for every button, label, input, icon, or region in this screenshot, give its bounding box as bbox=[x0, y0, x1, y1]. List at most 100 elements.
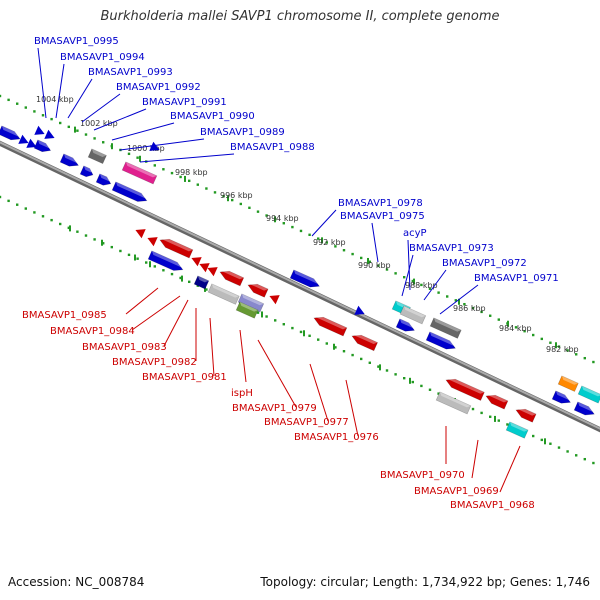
gene-minus bbox=[351, 331, 378, 352]
gene-cyan-body bbox=[505, 421, 529, 439]
gene-minus-shade bbox=[315, 313, 347, 330]
upper-kbp-track-dot bbox=[557, 345, 561, 348]
lower-kbp-track-dot bbox=[136, 257, 139, 260]
upper-kbp-track-dot bbox=[471, 306, 475, 310]
lower-kbp-track-dot bbox=[428, 388, 432, 391]
upper-kbp-track-dot bbox=[428, 287, 432, 290]
gene-plus bbox=[147, 250, 185, 271]
gene-minus-small-body bbox=[269, 295, 280, 305]
gene-pink-shade bbox=[125, 161, 157, 178]
bottom-leader-line bbox=[209, 317, 215, 377]
gene-lightgrey bbox=[399, 305, 427, 325]
lower-kbp-track-dot bbox=[127, 253, 131, 257]
kbp-label: 1002 kbp bbox=[80, 119, 118, 128]
gene-olive-body bbox=[235, 301, 259, 319]
upper-kbp-track-dot bbox=[256, 210, 260, 213]
gene-lightgrey-body bbox=[435, 391, 472, 415]
gene-minus-body bbox=[219, 270, 245, 287]
lower-kbp-track-dot bbox=[532, 434, 535, 438]
gene-lavender bbox=[237, 293, 265, 313]
upper-kbp-track-dot bbox=[308, 233, 311, 236]
upper-kbp-track-dot bbox=[480, 310, 483, 314]
gene-plus-small bbox=[18, 134, 29, 144]
gene-plus-shade bbox=[115, 181, 149, 199]
upper-kbp-track-dot bbox=[575, 353, 578, 356]
top-leader-line bbox=[37, 47, 47, 119]
gene-lightgrey-body bbox=[399, 305, 427, 325]
upper-kbp-track-dot bbox=[540, 337, 543, 341]
gene-minus bbox=[247, 280, 269, 298]
upper-kbp-track-dot bbox=[84, 133, 88, 136]
gene-plus-small-body bbox=[354, 305, 365, 315]
gene-plus-body bbox=[289, 269, 320, 288]
kbp-label: 984 kbp bbox=[499, 324, 532, 333]
upper-kbp-track-dot bbox=[377, 264, 380, 267]
bottom-gene-label: BMASAVP1_0984 bbox=[50, 326, 135, 337]
kbp-label: 990 kbp bbox=[358, 261, 391, 270]
bottom-leader-line bbox=[257, 339, 297, 408]
gene-plus-shade bbox=[37, 139, 53, 148]
lower-kbp-track-dot bbox=[162, 269, 165, 272]
lower-kbp-track-dot bbox=[377, 365, 380, 368]
top-gene-label: BMASAVP1_0989 bbox=[200, 127, 285, 138]
gene-minus-small bbox=[207, 267, 218, 277]
top-leader-line bbox=[111, 122, 175, 141]
gene-minus-shade bbox=[487, 391, 508, 403]
lower-kbp-track-dot bbox=[368, 361, 371, 364]
upper-kbp-track-dot bbox=[222, 195, 225, 198]
gene-plus-small bbox=[149, 141, 160, 151]
gene-minus-body bbox=[313, 316, 348, 337]
gene-minus-small bbox=[191, 257, 202, 267]
upper-kbp-track-dot bbox=[67, 125, 70, 129]
gene-olive bbox=[235, 301, 259, 319]
gene-plus bbox=[95, 173, 113, 186]
upper-kbp-track-dot bbox=[179, 175, 182, 179]
upper-kbp-track-dot bbox=[325, 241, 328, 244]
lower-kbp-track-dot bbox=[24, 207, 27, 210]
gene-minus bbox=[485, 391, 509, 410]
upper-kbp-track-dot bbox=[205, 187, 208, 190]
upper-kbp-track-dot bbox=[127, 152, 131, 156]
gene-plus-shade bbox=[1, 125, 22, 137]
gene-minus-body bbox=[485, 394, 509, 410]
upper-kbp-track-dot bbox=[360, 256, 363, 260]
lower-kbp-track-dot bbox=[0, 195, 2, 199]
lower-kbp-track-dot bbox=[16, 203, 19, 206]
gene-lavender-body bbox=[237, 293, 265, 313]
lower-kbp-track-dot bbox=[325, 342, 328, 345]
lower-kbp-track-dot bbox=[205, 288, 208, 291]
upper-kbp-track-dot bbox=[196, 183, 199, 186]
upper-kbp-track-dot bbox=[50, 117, 53, 121]
lower-kbp-track-dot bbox=[317, 338, 320, 341]
kbp-label: 994 kbp bbox=[266, 214, 299, 223]
kbp-label: 992 kbp bbox=[313, 238, 346, 247]
gene-plus bbox=[395, 318, 417, 332]
gene-minus-shade bbox=[161, 235, 193, 252]
gene-minus-small bbox=[135, 229, 146, 239]
upper-kbp-track-dot bbox=[583, 356, 586, 360]
top-gene-label: BMASAVP1_0988 bbox=[230, 142, 315, 153]
gene-plus-body bbox=[59, 153, 79, 167]
top-gene-label: BMASAVP1_0992 bbox=[116, 82, 201, 93]
lower-kbp-track-dot bbox=[84, 234, 88, 237]
upper-kbp-track-dot bbox=[24, 106, 27, 109]
gene-lightgrey-body bbox=[207, 283, 240, 305]
upper-kbp-track-dot bbox=[239, 202, 242, 206]
lower-kbp-track-dot bbox=[480, 411, 483, 415]
gene-minus-body bbox=[445, 378, 485, 401]
top-gene-label: BMASAVP1_0972 bbox=[442, 258, 527, 269]
bottom-gene-label: BMASAVP1_0976 bbox=[294, 432, 379, 443]
accession-label: Accession: NC_008784 bbox=[8, 575, 145, 589]
upper-kbp-track-dot bbox=[446, 295, 449, 298]
lower-kbp-track-dot bbox=[110, 245, 113, 249]
upper-kbp-track-dot bbox=[592, 360, 595, 364]
kbp-label: 988 kbp bbox=[405, 281, 438, 290]
gene-orange bbox=[557, 375, 579, 392]
gene-minus bbox=[159, 235, 194, 259]
gene-plus-shade bbox=[151, 250, 185, 268]
lower-kbp-track-dot bbox=[291, 326, 294, 330]
upper-kbp-track-dot bbox=[334, 245, 337, 248]
bottom-leader-line bbox=[239, 329, 247, 383]
gene-cyan-shade bbox=[395, 300, 411, 309]
gene-plus-body bbox=[0, 125, 21, 141]
